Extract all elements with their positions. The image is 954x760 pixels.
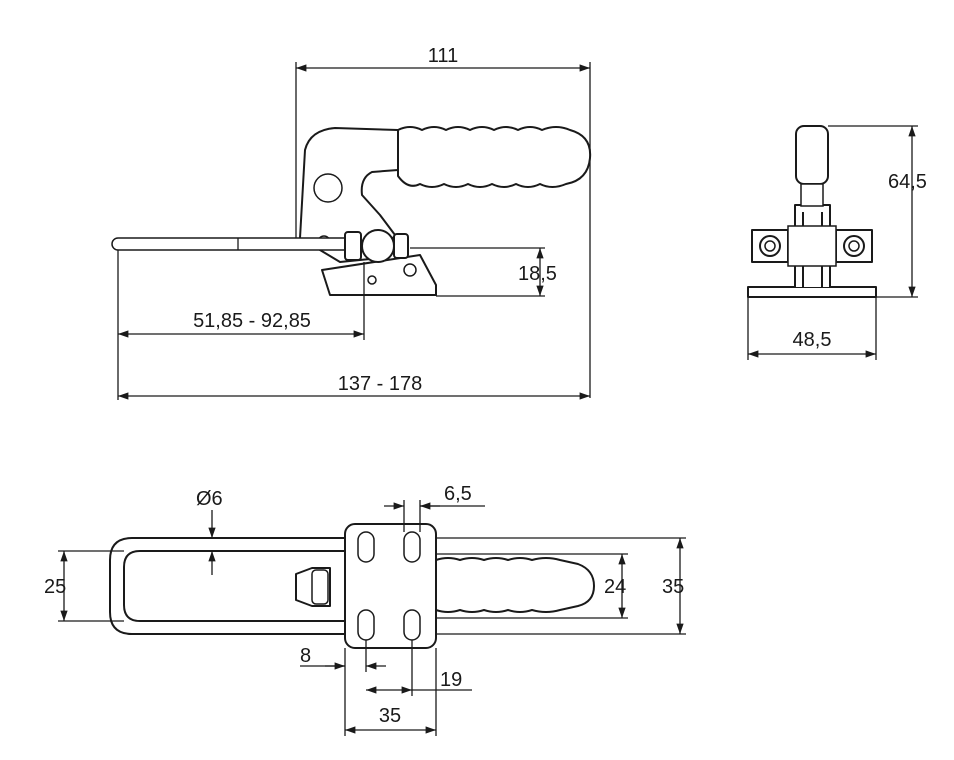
top-slot-3: [357, 609, 375, 641]
dim-25: 25: [44, 576, 66, 598]
side-base-hole: [403, 263, 417, 277]
dim-51-85-92-85: 51,85 - 92,85: [193, 310, 311, 332]
dim-48-5: 48,5: [793, 329, 832, 351]
side-lever-body: [299, 127, 399, 263]
end-left-bolt-inner: [764, 240, 776, 252]
top-handle-grip: [435, 557, 595, 613]
dim-8: 8: [300, 645, 311, 667]
top-slot-1: [357, 531, 375, 563]
top-hook-center: [311, 569, 329, 605]
side-rivet: [367, 275, 377, 285]
side-nut-center: [361, 229, 395, 263]
end-right-bolt-inner: [848, 240, 860, 252]
dim-64-5: 64,5: [888, 171, 927, 193]
dim-111: 111: [428, 45, 458, 67]
dim-diameter-6: Ø6: [196, 488, 223, 510]
side-rod: [111, 237, 351, 251]
end-view: 64,5 48,5: [747, 125, 927, 360]
top-slot-4: [403, 609, 421, 641]
end-handle-neck: [800, 183, 824, 207]
dim-24: 24: [604, 576, 626, 598]
top-slot-2: [403, 531, 421, 563]
side-nut-left: [344, 231, 362, 261]
end-base-plate: [747, 286, 877, 298]
side-nut-right: [393, 233, 409, 259]
side-pivot-hole: [313, 173, 343, 203]
dim-19: 19: [440, 669, 462, 691]
end-handle-top: [795, 125, 829, 185]
side-view: 111 18,5 51,85 - 92,85 137 - 178: [111, 45, 592, 400]
dim-137-178: 137 - 178: [338, 373, 423, 395]
top-view: Ø6 6,5 25 24 35 8 19: [44, 483, 686, 736]
dim-35-height: 35: [662, 576, 684, 598]
dim-35-width: 35: [379, 705, 401, 727]
dim-18-5: 18,5: [518, 263, 557, 285]
end-center-hub: [787, 225, 837, 267]
side-handle-grip: [397, 126, 592, 188]
dim-6-5: 6,5: [444, 483, 472, 505]
